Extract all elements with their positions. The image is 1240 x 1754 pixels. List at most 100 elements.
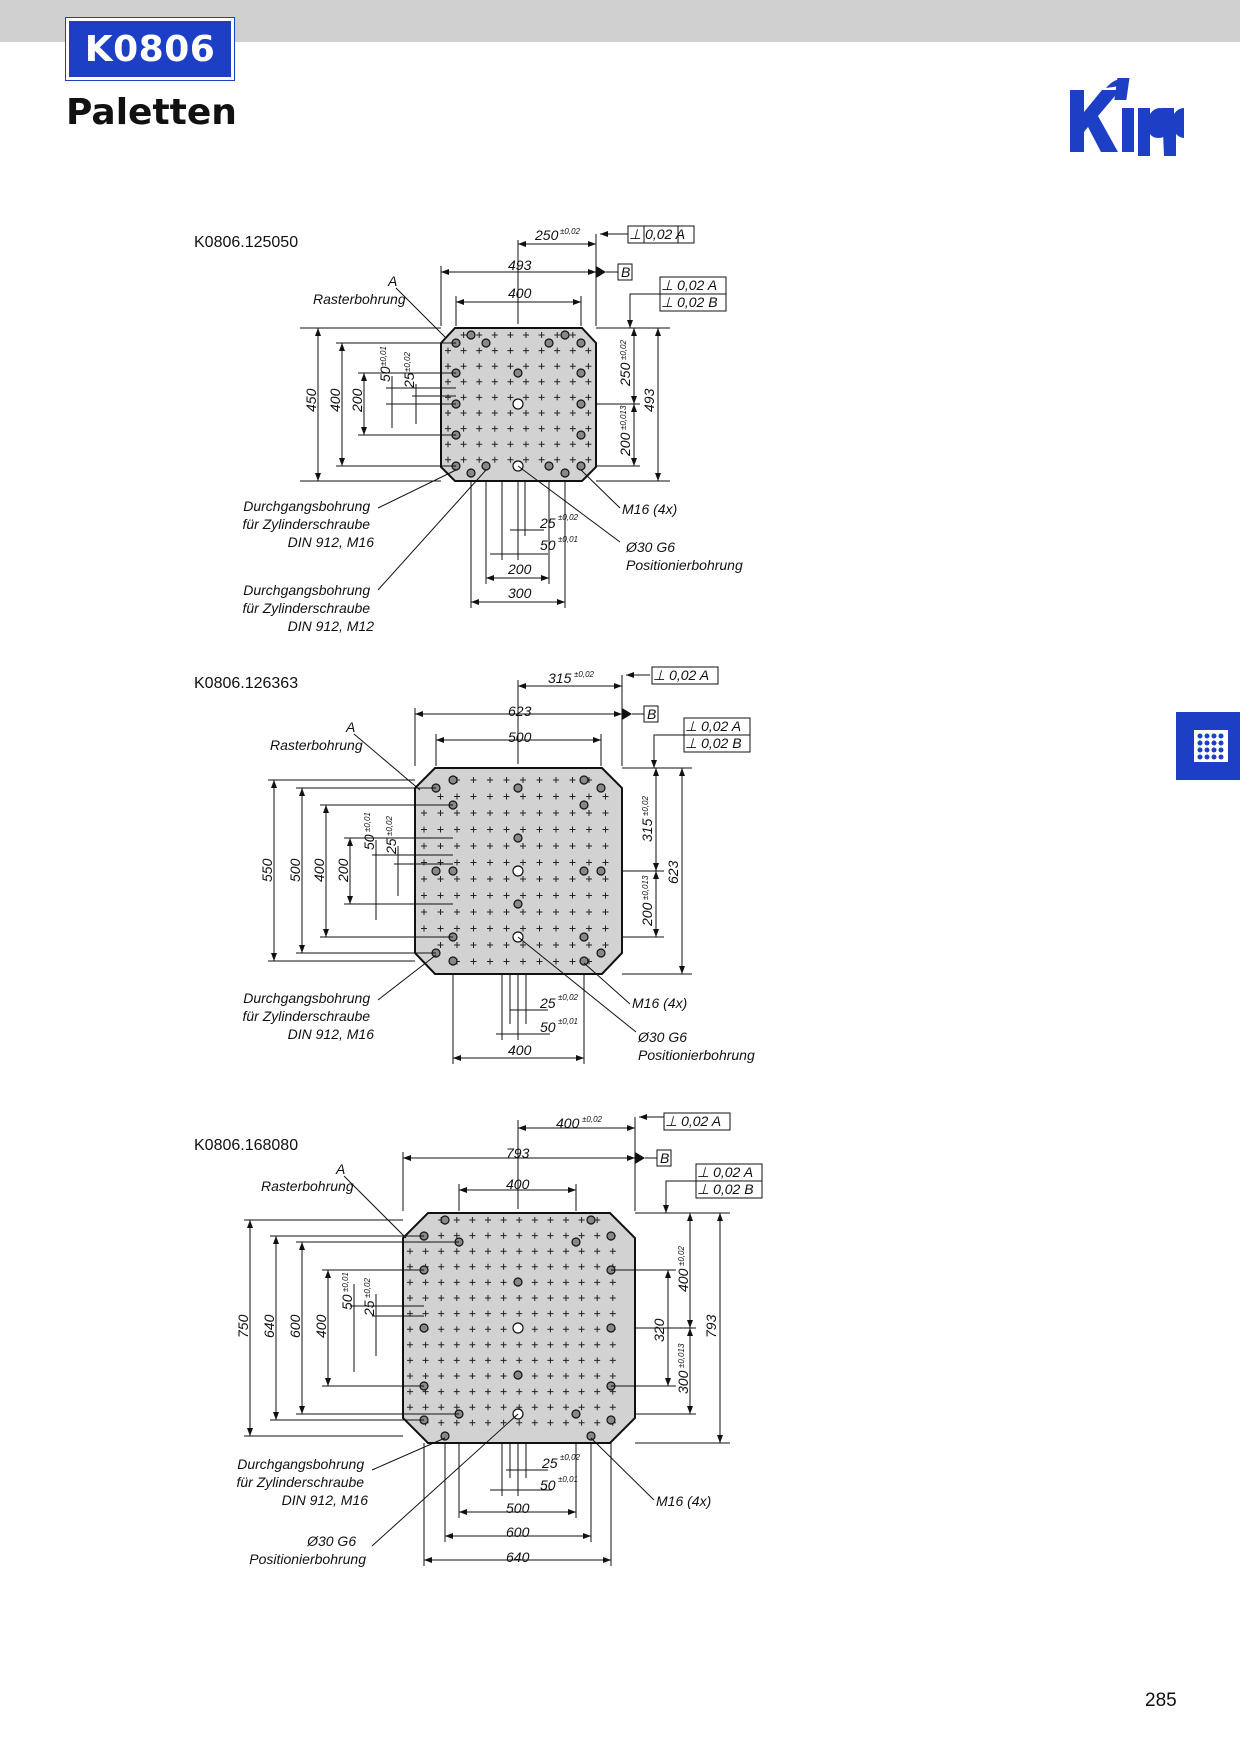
catalog-section-tab[interactable] xyxy=(1176,712,1240,780)
raster-hole-mark xyxy=(563,1326,569,1333)
raster-hole-mark xyxy=(520,793,526,800)
raster-hole-mark xyxy=(569,425,576,432)
raster-hole-mark xyxy=(487,859,493,866)
raster-hole-mark xyxy=(507,332,514,338)
raster-hole-mark xyxy=(520,892,526,899)
raster-hole-mark xyxy=(547,1357,554,1364)
raster-hole-mark xyxy=(422,1295,429,1301)
raster-hole-mark xyxy=(438,1341,445,1348)
raster-hole-mark xyxy=(491,410,498,416)
raster-hole-mark xyxy=(503,810,510,816)
raster-hole-mark xyxy=(407,1248,413,1255)
raster-hole-mark xyxy=(553,859,559,866)
raster-hole-mark xyxy=(578,1279,585,1286)
raster-hole-mark xyxy=(469,1326,476,1333)
dim-right-lower: 200 xyxy=(639,902,655,927)
raster-hole-mark xyxy=(538,332,545,338)
raster-hole-mark xyxy=(491,332,498,338)
tolerance-frame xyxy=(663,1112,731,1131)
raster-hole-mark xyxy=(523,347,529,354)
raster-hole-mark xyxy=(422,1341,429,1348)
callout-positioning-bore: Ø30 G6 Positionierbohrung xyxy=(637,1029,755,1063)
raster-hole-mark xyxy=(578,1295,585,1301)
raster-hole-mark xyxy=(454,843,460,849)
raster-grid xyxy=(407,1217,616,1426)
raster-hole-mark xyxy=(554,394,561,401)
raster-hole-mark xyxy=(547,1373,554,1379)
raster-hole-mark xyxy=(454,793,460,800)
raster-hole-mark xyxy=(487,843,493,849)
raster-hole-mark xyxy=(503,843,510,849)
raster-hole-mark xyxy=(507,347,514,354)
raster-hole-mark xyxy=(453,1373,460,1379)
raster-hole-mark xyxy=(469,1341,476,1348)
dim-bottom-50: 50 xyxy=(540,1477,556,1493)
dim-grid-width: 400 xyxy=(508,285,532,301)
raster-hole-mark xyxy=(554,378,561,385)
raster-hole-mark xyxy=(476,394,483,401)
raster-hole-mark xyxy=(460,441,467,448)
raster-hole-mark xyxy=(602,843,609,849)
raster-hole-mark xyxy=(594,1419,601,1426)
raster-hole-mark xyxy=(453,1263,460,1270)
raster-hole-mark xyxy=(500,1217,507,1223)
raster-hole-mark xyxy=(460,378,467,385)
raster-hole-mark xyxy=(421,876,427,882)
raster-hole-mark xyxy=(438,1388,445,1395)
raster-hole-mark xyxy=(500,1326,507,1333)
raster-hole-mark xyxy=(554,363,561,370)
raster-hole-mark xyxy=(500,1310,507,1317)
raster-hole-mark xyxy=(520,843,526,849)
callout-m16-thread: M16 (4x) xyxy=(622,501,677,517)
raster-hole-mark xyxy=(554,441,561,448)
dim-tolerance: ±0,013 xyxy=(641,875,650,900)
dim-tolerance: ±0,01 xyxy=(341,1272,350,1292)
raster-hole-mark xyxy=(438,1263,445,1270)
raster-hole-mark xyxy=(569,378,576,385)
raster-hole-mark xyxy=(485,1357,491,1364)
callout-positioning-bore: Ø30 G6 Positionierbohrung xyxy=(625,539,743,573)
dim-overall-width: 793 xyxy=(506,1145,530,1161)
dim-top-position: 250 xyxy=(534,227,559,243)
raster-hole-mark xyxy=(487,925,493,932)
raster-hole-mark xyxy=(609,1248,616,1255)
dim-right-position: 400 xyxy=(675,1268,691,1292)
raster-hole-mark xyxy=(485,1341,491,1348)
raster-hole-mark xyxy=(602,925,609,932)
raster-hole-mark xyxy=(476,425,483,432)
page-number: 285 xyxy=(1145,1690,1177,1711)
raster-hole-mark xyxy=(569,925,576,932)
raster-hole-mark xyxy=(454,810,460,816)
raster-hole-mark xyxy=(563,1263,569,1270)
tolerance-frame xyxy=(695,1163,763,1199)
tolerance-frame xyxy=(659,276,727,312)
raster-hole-mark xyxy=(585,425,592,432)
dim-top-position: 315 xyxy=(548,670,572,686)
raster-hole-mark xyxy=(536,777,543,783)
raster-hole-mark xyxy=(469,1232,476,1239)
raster-hole-mark xyxy=(491,456,498,463)
raster-hole-mark xyxy=(469,1357,476,1364)
callout-m16-thru: Durchgangsbohrung für Zylinderschraube D… xyxy=(242,498,374,550)
raster-hole-mark xyxy=(602,909,609,915)
raster-hole-mark xyxy=(536,810,543,816)
raster-hole-mark xyxy=(563,1232,569,1239)
raster-hole-mark xyxy=(437,942,444,948)
raster-hole-mark xyxy=(485,1388,491,1395)
raster-hole-mark xyxy=(531,1263,538,1270)
raster-hole-mark xyxy=(516,1419,523,1426)
dim-bottom-300: 300 xyxy=(508,585,532,601)
callout-m16-thread: M16 (4x) xyxy=(656,1493,711,1509)
raster-hole-mark xyxy=(516,1217,523,1223)
raster-hole-mark xyxy=(460,363,467,370)
datum-b-label: B xyxy=(621,264,630,280)
raster-hole-mark xyxy=(469,1310,476,1317)
raster-hole-mark xyxy=(536,892,543,899)
raster-hole-mark xyxy=(469,1217,476,1223)
raster-hole-mark xyxy=(569,793,576,800)
raster-hole-mark xyxy=(485,1404,491,1411)
raster-hole-mark xyxy=(476,363,483,370)
dim-tolerance: ±0,01 xyxy=(379,346,388,366)
raster-hole-mark xyxy=(554,425,561,432)
raster-hole-mark xyxy=(491,378,498,385)
